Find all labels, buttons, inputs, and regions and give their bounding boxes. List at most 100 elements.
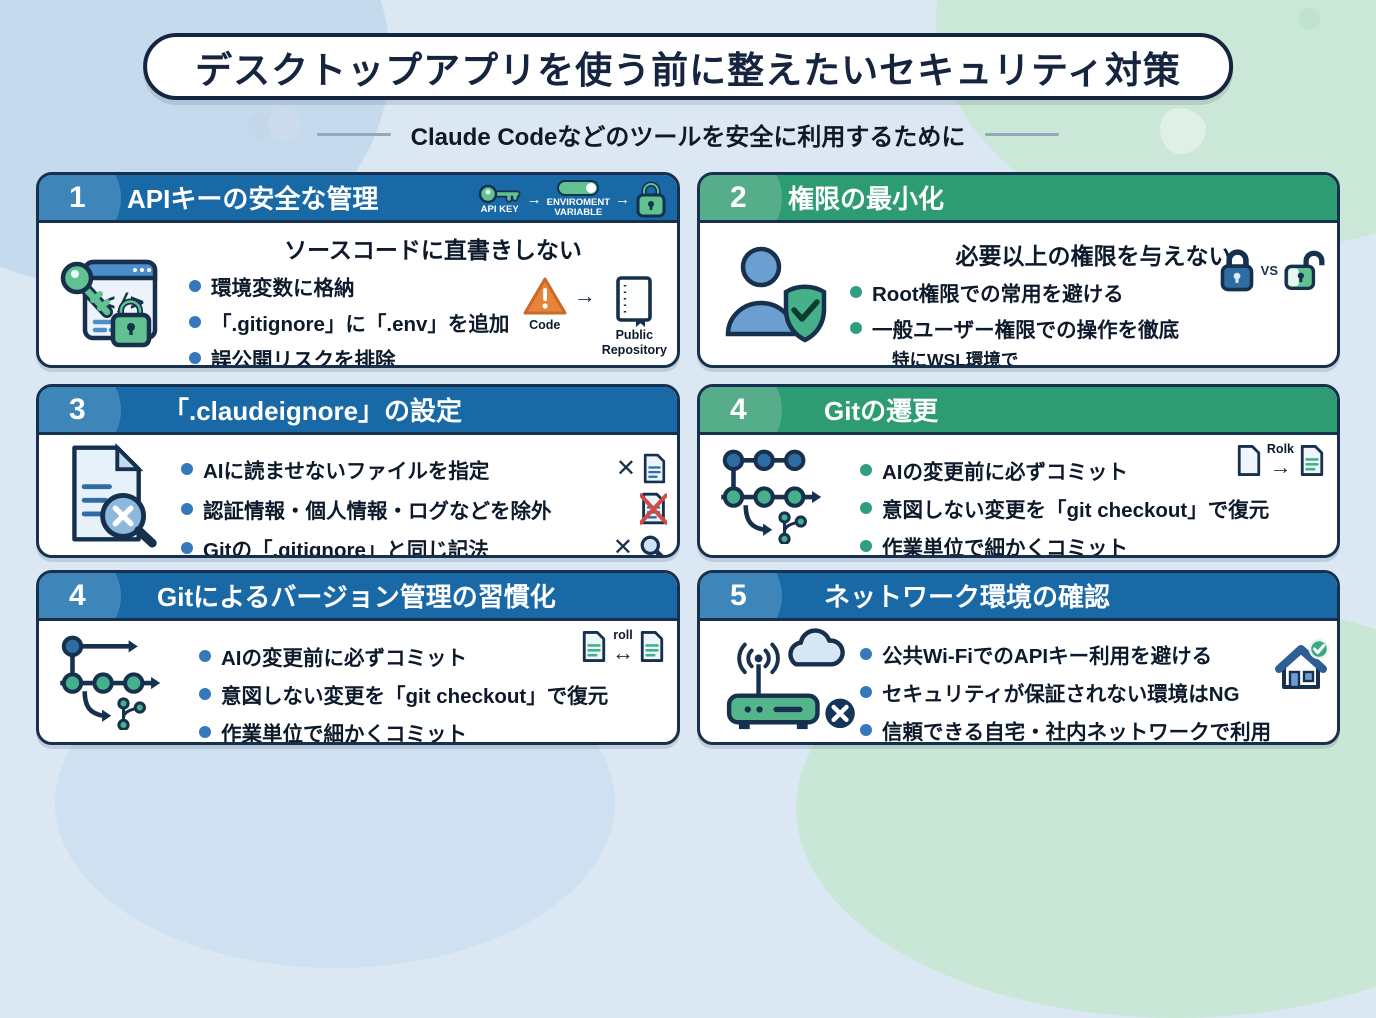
card-title: ネットワーク環境の確認 <box>824 582 1111 612</box>
router-wifi-cloud-icon <box>726 628 855 730</box>
env-label-line1: ENVIROMENT <box>546 197 610 209</box>
repo-label-line2: Repository <box>601 343 667 358</box>
bullet-text: AIに読ませないファイルを指定 <box>203 459 490 483</box>
x-mark-icon: ✕ <box>612 534 633 558</box>
rollback-arrow: Rolk → <box>1267 443 1294 478</box>
card-header: 4 Gitによるバージョン管理の習慣化 <box>39 573 677 621</box>
card-number: 1 <box>69 180 86 214</box>
bullet-dot <box>189 352 201 364</box>
trusted-home-network <box>1273 638 1330 702</box>
page-subtitle: Claude Codeなどのツールを安全に利用するために <box>410 124 966 151</box>
card-title: Gitの遷更 <box>824 396 939 426</box>
env-label-line2: VARIABLE <box>554 207 603 218</box>
card-number: 5 <box>730 578 747 612</box>
bullet-text: 信頼できる自宅・社内ネットワークで利用 <box>882 721 1272 744</box>
double-arrow-icon: ↔ <box>612 639 634 665</box>
warning-label: Code <box>529 317 561 332</box>
public-repository-item: Public Repository <box>602 275 667 359</box>
card-title: Gitによるバージョン管理の習慣化 <box>157 582 556 612</box>
page-title: デスクトップアプリを使う前に整えたいセキュリティ対策 <box>195 49 1181 91</box>
bullet-item: 作業単位で細かくコミット <box>199 717 677 745</box>
card-number-circle <box>700 175 782 220</box>
background-triangle-blob <box>1160 108 1206 154</box>
house-check-icon <box>1275 638 1330 689</box>
bullet-text: AIの変更前に必ずコミット <box>882 461 1128 484</box>
user-shield-icon <box>725 246 827 343</box>
background-dot <box>268 108 300 140</box>
bullet-item: AIの変更前に必ずコミット <box>860 455 1337 485</box>
bullet-item: 作業単位で細かくコミット <box>860 531 1337 558</box>
file-rollback-icons: Rolk → <box>1236 443 1325 478</box>
no-search-icons: ✕ <box>612 534 667 558</box>
bullet-text: 作業単位で細かくコミット <box>221 723 467 745</box>
card-number: 4 <box>730 392 747 426</box>
card-body: </> ソースコードに直書きしない 環境変数に格納 「.gitignore」に「… <box>39 231 677 365</box>
card-body: AIの変更前に必ずコミット 意図しない変更を「git checkout」で復元 … <box>700 435 1337 555</box>
header-icon-flow: API KEY → ENVIROMENT VARIABLE → <box>478 177 667 220</box>
magnifier-icon <box>640 535 664 555</box>
locked-padlock-icon <box>1220 249 1253 292</box>
bullet-item: 信頼できる自宅・社内ネットワークで利用 <box>860 715 1337 744</box>
bullet-dot <box>189 316 201 328</box>
card-git-changes: 4 Gitの遷更 AIの変更前に必ずコミット <box>697 384 1340 558</box>
bullet-item: AIに読ませないファイルを指定 ✕ <box>181 453 667 484</box>
file-with-lines-icon <box>1300 444 1324 476</box>
card-body: 必要以上の権限を与えない Root権限での常用を避ける 一般ユーザー権限での操作… <box>700 223 1337 365</box>
toggle-icon <box>557 180 600 197</box>
arrow-icon: → <box>573 282 596 308</box>
card-body: AIに読ませないファイルを指定 ✕ 認証情報・個人情報・ログなどを除外 <box>39 435 677 555</box>
lock-icon <box>636 181 666 218</box>
card-body: 公共Wi-FiでのAPIキー利用を避ける セキュリティが保証されない環境はNG … <box>700 621 1337 742</box>
card-number: 2 <box>730 180 747 214</box>
bullet-dot <box>860 502 872 514</box>
bullet-text: 環境変数に格納 <box>211 277 355 300</box>
card-number: 3 <box>69 392 86 426</box>
bullet-dot <box>860 648 872 660</box>
document-exclude-icon <box>72 442 157 548</box>
card-network-check: 5 ネットワーク環境の確認 公共Wi-FiでのAPIキー利用を避ける セキュリテ… <box>697 570 1340 745</box>
repository-book-icon <box>616 275 653 327</box>
bullet-item: 意図しない変更を「git checkout」で復元 <box>860 493 1337 523</box>
warning-code-item: Code <box>522 275 568 333</box>
bullet-item: セキュリティが保証されない環境はNG <box>860 677 1337 707</box>
bullet-text: AIの変更前に必ずコミット <box>221 647 467 670</box>
card-header: 2 権限の最小化 <box>700 175 1337 223</box>
bullet-item: Root権限での常用を避ける <box>850 277 1337 307</box>
card-number: 4 <box>69 578 86 612</box>
bullet-item: 誤公開リスクを排除 <box>189 343 677 365</box>
x-mark-icon: ✕ <box>615 454 636 482</box>
bullet-dot <box>199 726 211 738</box>
bullet-item: 環境変数に格納 <box>189 271 677 301</box>
card-header: 1 APIキーの安全な管理 API KEY → ENVIROMENT VARIA… <box>39 175 677 223</box>
repo-label-line1: Public <box>615 327 654 342</box>
bullet-text: 作業単位で細かくコミット <box>882 537 1128 558</box>
bullet-dot <box>181 542 193 554</box>
bullet-text: 認証情報・個人情報・ログなどを除外 <box>203 499 552 523</box>
key-icon <box>478 184 521 204</box>
bullet-dot <box>860 540 872 552</box>
bullet-dot <box>850 322 862 334</box>
api-key-icon-item: API KEY <box>478 183 522 215</box>
card-header: 3 「.claudeignore」の設定 <box>39 387 677 435</box>
bullet-item: 公共Wi-FiでのAPIキー利用を避ける <box>860 639 1337 669</box>
bullet-text: Gitの「.gitignore」と同じ記法 <box>203 539 489 558</box>
api-key-label: API KEY <box>480 204 519 216</box>
file-with-lines-icon <box>582 630 606 662</box>
git-graph-icon <box>60 635 161 730</box>
bullet-item: Gitの「.gitignore」と同じ記法 ✕ <box>181 533 667 558</box>
card-number-circle <box>700 573 782 618</box>
bullet-dot <box>860 724 872 736</box>
bullet-item: AIの変更前に必ずコミット <box>199 641 677 671</box>
bullet-item: 一般ユーザー権限での操作を徹底 <box>850 313 1337 343</box>
card-number-circle <box>39 175 121 220</box>
bullet-text: 「.gitignore」に「.env」を追加 <box>211 313 510 336</box>
bullet-dot <box>189 280 201 292</box>
bullet-dot <box>199 650 211 662</box>
roll-label: roll <box>613 628 633 642</box>
bullet-text: 公共Wi-FiでのAPIキー利用を避ける <box>882 645 1213 668</box>
bullet-dot <box>181 462 193 475</box>
bullet-text: 一般ユーザー権限での操作を徹底 <box>872 319 1180 342</box>
arrow-icon: → <box>1269 453 1292 479</box>
file-with-lines-icon <box>640 630 664 662</box>
bullet-item: 「.gitignore」に「.env」を追加 <box>189 307 677 337</box>
